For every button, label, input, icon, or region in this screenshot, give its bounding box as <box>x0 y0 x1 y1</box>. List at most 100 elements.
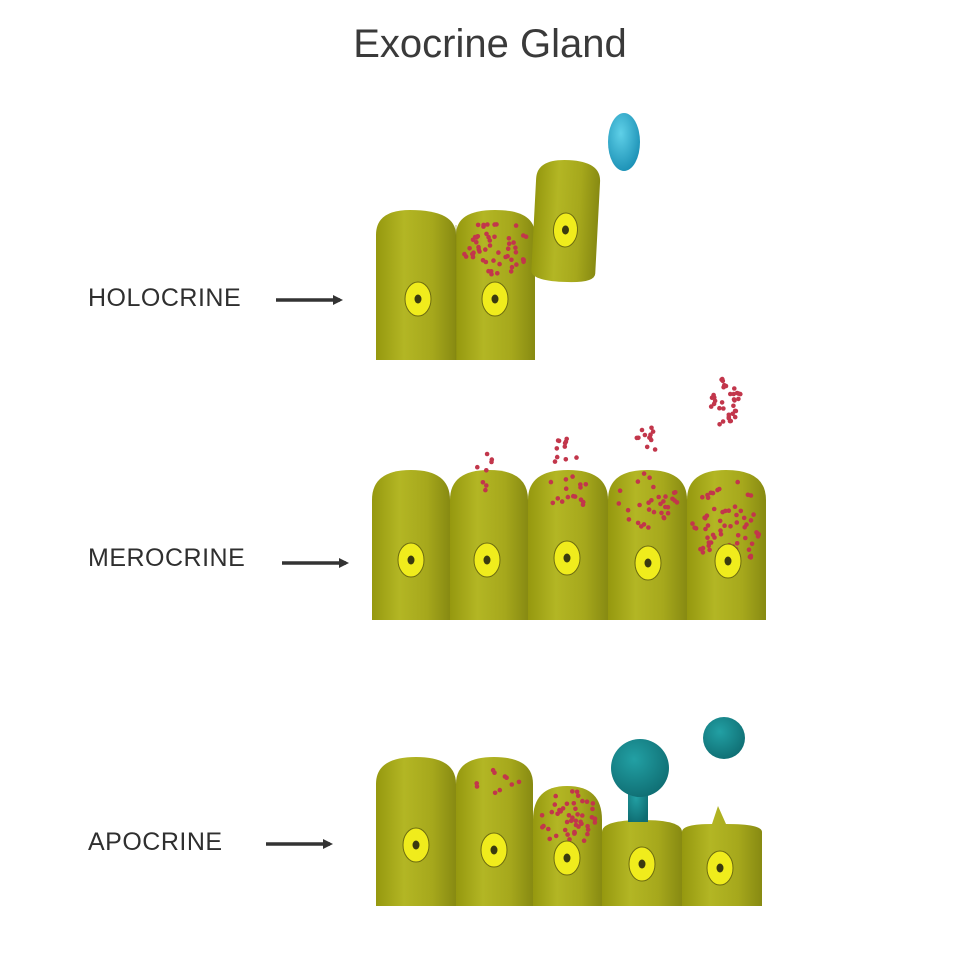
secretory-granule <box>563 439 569 445</box>
secretory-granule <box>521 259 526 265</box>
secretory-granule <box>481 222 486 228</box>
secretory-granule <box>665 510 671 516</box>
secretory-granule <box>732 386 737 391</box>
secretory-granule <box>592 816 598 821</box>
secretory-granule <box>471 250 476 255</box>
secretory-granule <box>741 515 747 521</box>
holocrine-group <box>376 113 640 360</box>
secretory-granule <box>702 515 707 520</box>
secretory-granule <box>748 553 754 559</box>
secretory-granule <box>575 793 581 799</box>
secretory-granule <box>585 827 591 832</box>
secretory-granule <box>710 490 716 496</box>
secretory-granule <box>617 488 623 494</box>
secretory-granule <box>483 259 489 265</box>
secretory-granule <box>571 801 577 806</box>
secretory-granule <box>651 509 657 515</box>
secretory-granule <box>590 806 595 812</box>
secretory-granule <box>554 454 560 460</box>
secretory-granule <box>585 823 590 829</box>
secretory-granule <box>484 468 489 473</box>
secretory-granule <box>475 222 481 228</box>
secretory-granule <box>616 501 622 506</box>
label-apocrine: APOCRINE <box>88 828 223 856</box>
secretory-granule <box>566 813 572 818</box>
secretory-granule <box>578 485 583 490</box>
secretory-granule <box>495 271 500 276</box>
nucleolus <box>724 556 732 566</box>
secretory-granule <box>506 241 512 246</box>
secretory-granule <box>564 819 570 825</box>
secretory-granule <box>578 819 583 825</box>
secretory-granule <box>503 254 508 260</box>
secretory-granule <box>652 447 658 452</box>
secretory-granule <box>692 525 697 531</box>
secretory-granule <box>483 487 488 493</box>
nucleolus <box>563 853 571 863</box>
secretory-granule <box>711 506 717 512</box>
secretory-granule <box>484 483 489 488</box>
secretory-granule <box>728 391 733 397</box>
secretory-granule <box>474 784 480 789</box>
secretory-granule <box>560 806 566 811</box>
nucleolus <box>491 294 499 304</box>
apocrine-released-droplet <box>703 717 745 759</box>
holocrine-detached-cell <box>531 160 601 283</box>
secretory-granule <box>726 412 732 418</box>
secretory-granule <box>514 262 519 267</box>
secretory-granule <box>734 520 740 525</box>
secretory-granule <box>578 497 584 503</box>
secretory-granule <box>485 222 490 227</box>
secretory-granule <box>574 455 579 460</box>
secretory-granule <box>738 508 744 514</box>
secretory-granule <box>736 396 741 402</box>
secretory-granule <box>625 507 631 513</box>
secretory-granule <box>718 532 724 537</box>
secretory-granule <box>562 444 568 449</box>
secretory-granule <box>575 812 580 817</box>
secretory-granule <box>565 832 570 837</box>
secretory-granule <box>585 831 590 837</box>
secretory-granule <box>743 535 748 541</box>
secretory-granule <box>706 543 711 548</box>
secretory-granule <box>646 500 651 506</box>
secretory-granule <box>590 801 596 806</box>
secretory-granule <box>521 233 526 238</box>
secretory-granule <box>720 378 726 384</box>
secretory-granule <box>491 258 496 263</box>
secretory-granule <box>548 479 554 485</box>
secretory-granule <box>670 496 675 502</box>
secretory-granule <box>751 512 756 517</box>
secretory-granule <box>552 802 558 807</box>
secretory-granule <box>552 459 558 464</box>
secretory-granule <box>487 243 493 248</box>
apocrine-granules <box>474 767 598 848</box>
secretory-granule <box>734 390 740 396</box>
secretory-granule <box>710 532 716 538</box>
secretory-granule <box>674 500 680 505</box>
secretory-granule <box>555 438 561 443</box>
secretory-granule <box>584 799 590 804</box>
nucleolus <box>563 553 571 563</box>
secretory-granule <box>723 508 728 514</box>
holocrine-granules <box>462 222 529 277</box>
secretory-granule <box>731 397 737 402</box>
secretory-granule <box>749 541 755 547</box>
secretory-granule <box>576 824 581 829</box>
secretory-granule <box>571 493 576 499</box>
secretory-granule <box>700 494 705 500</box>
secretory-granule <box>550 500 556 506</box>
secretory-granule <box>734 541 740 546</box>
nucleolus <box>483 555 491 565</box>
secretory-granule <box>746 547 752 552</box>
secretory-granule <box>563 457 569 462</box>
merocrine-group <box>372 376 766 620</box>
secretory-granule <box>650 429 656 434</box>
secretory-granule <box>483 247 488 252</box>
secretory-granule <box>570 474 575 479</box>
secretory-granule <box>462 251 467 257</box>
secretory-granule <box>715 487 720 493</box>
secretory-granule <box>708 540 714 545</box>
secretory-granule <box>705 492 710 498</box>
secretory-granule <box>726 416 732 421</box>
